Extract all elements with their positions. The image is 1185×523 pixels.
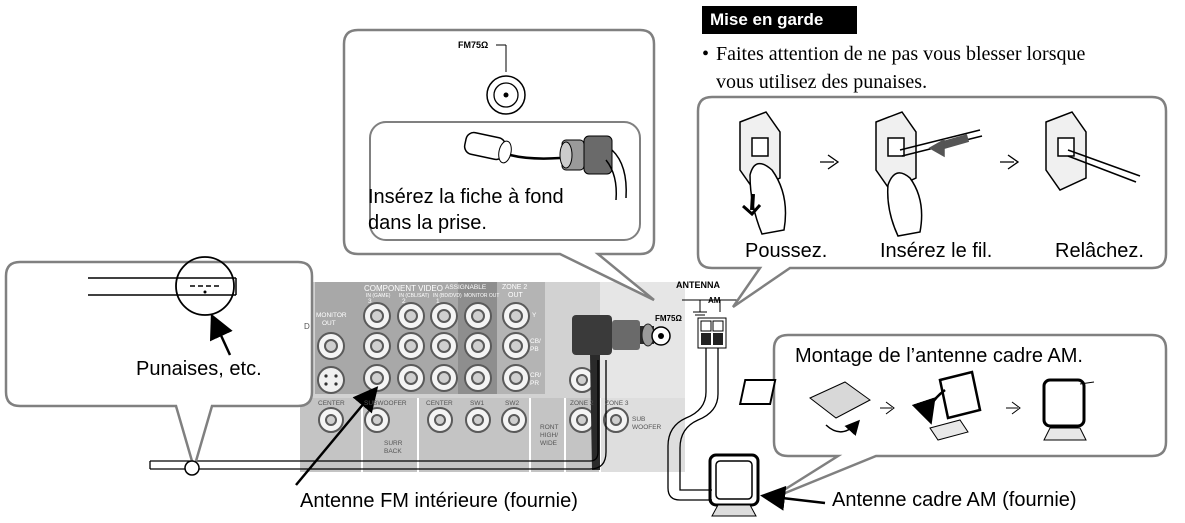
- step-release-label: Relâchez.: [1055, 240, 1144, 262]
- step-push-illustration: [739, 111, 787, 235]
- panel-antenna-label: ANTENNA: [676, 280, 720, 290]
- panel-num-1: 1: [436, 298, 440, 305]
- panel-monitor-out-col: MONITOR OUT: [464, 293, 500, 299]
- panel-wide: WIDE: [540, 440, 557, 447]
- am-terminal-block: [682, 299, 740, 349]
- panel-zone2-out-b: OUT: [508, 292, 523, 299]
- panel-cr: CR/: [530, 372, 542, 379]
- panel-monitor-out: MONITOR: [316, 312, 347, 319]
- step-insert-label: Insérez le fil.: [880, 240, 993, 262]
- panel-in-cbl: IN (CBL/SAT): [399, 293, 430, 299]
- fm-inset-instruction-2: dans la prise.: [368, 212, 487, 234]
- caution-line-2: vous utilisez des punaises.: [716, 71, 928, 93]
- fm-antenna-leader: [295, 386, 379, 486]
- panel-zone2-out: ZONE 2: [502, 284, 528, 291]
- caution-badge: Mise en garde: [702, 6, 857, 34]
- panel-pr: PR: [530, 380, 540, 387]
- step-insert-illustration: [875, 111, 983, 237]
- rca-jacks: [317, 302, 629, 433]
- panel-zone2: ZONE 2: [570, 400, 594, 407]
- fm-inset-instruction-1: Insérez la fiche à fond: [368, 186, 564, 208]
- am-antenna-callout: Antenne cadre AM (fournie): [832, 489, 1077, 511]
- panel-assignable: ASSIGNABLE: [445, 284, 487, 291]
- wire-steps-inset-frame: [696, 95, 1168, 309]
- panel-y: Y: [532, 312, 537, 319]
- panel-sub: SUB: [632, 416, 646, 423]
- panel-zone3: ZONE 3: [605, 400, 629, 407]
- s-video-jack: [317, 366, 345, 394]
- am-loop-antenna: [708, 453, 760, 517]
- step-arrow-1: [820, 154, 840, 170]
- panel-woofer: WOOFER: [632, 424, 662, 431]
- panel-sw2: SW2: [505, 400, 520, 407]
- panel-num-2: 2: [402, 298, 406, 305]
- step-release-illustration: [1045, 111, 1141, 191]
- panel-center: CENTER: [318, 400, 345, 407]
- panel-in-bd: IN (BD/DVD): [433, 293, 462, 299]
- panel-back: BACK: [384, 448, 402, 455]
- panel-front: RONT: [540, 424, 559, 431]
- panel-high: HIGH/: [540, 432, 559, 439]
- am-antenna-leader: [760, 485, 826, 511]
- am-inset-title: Montage de l’antenne cadre AM.: [795, 345, 1083, 367]
- panel-sw1: SW1: [470, 400, 485, 407]
- pin-inset-frame: [4, 256, 314, 476]
- fm-indoor-antenna-wire: [149, 360, 607, 470]
- fm-plug-inset-frame: [342, 28, 656, 302]
- panel-d: D: [304, 322, 310, 331]
- am-antenna-wire: [667, 348, 719, 501]
- caution-bullet: •: [702, 43, 710, 65]
- panel-am-label: AM: [708, 296, 721, 305]
- panel-cb: CB/: [530, 338, 541, 345]
- step-push-label: Poussez.: [745, 240, 828, 262]
- panel-in-game: IN (GAME): [366, 293, 391, 299]
- panel-fm-jack-label: FM75Ω: [655, 314, 682, 323]
- am-assembly-inset-frame: [738, 333, 1168, 502]
- caution-line-1: Faites attention de ne pas vous blesser …: [716, 43, 1086, 65]
- fm-antenna-callout: Antenne FM intérieure (fournie): [300, 490, 578, 512]
- panel-subwoofer: SUBWOOFER: [364, 400, 407, 407]
- step-arrow-2: [1000, 154, 1020, 170]
- fm-inset-jack-label: FM75Ω: [458, 40, 489, 50]
- panel-num-3: 3: [368, 298, 372, 305]
- panel-component-video: COMPONENT VIDEO: [364, 284, 443, 293]
- panel-monitor-out-b: OUT: [322, 320, 336, 327]
- panel-surr: SURR: [384, 440, 403, 447]
- panel-center-2: CENTER: [426, 400, 453, 407]
- panel-pb: PB: [530, 346, 539, 353]
- receiver-back-panel: [300, 282, 690, 472]
- pin-inset-label: Punaises, etc.: [136, 358, 262, 380]
